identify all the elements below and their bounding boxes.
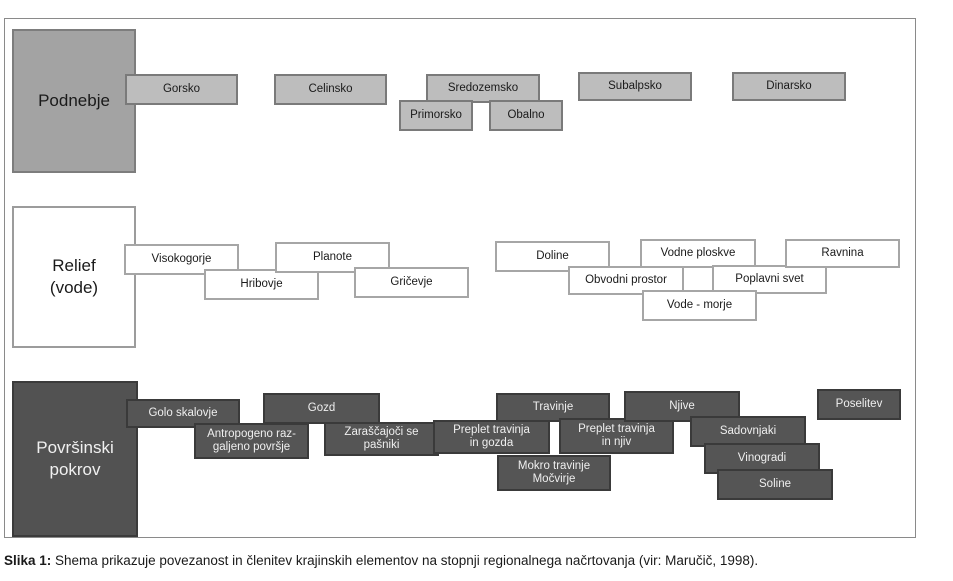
item-mokro-travinje-mocvirje: Mokro travinje Močvirje (497, 455, 611, 491)
item-obalno: Obalno (489, 100, 563, 131)
item-antropogeno-povrsje: Antropogeno raz- galjeno površje (194, 423, 309, 459)
item-njive: Njive (624, 391, 740, 422)
category-povrsinski-pokrov: Površinski pokrov (12, 381, 138, 537)
item-vodne-ploskve: Vodne ploskve (640, 239, 756, 268)
category-relief: Relief (vode) (12, 206, 136, 348)
item-preplet-travinja-gozda: Preplet travinja in gozda (433, 420, 550, 454)
item-preplet-travinja-njiv: Preplet travinja in njiv (559, 418, 674, 454)
item-vinogradi: Vinogradi (704, 443, 820, 474)
item-primorsko: Primorsko (399, 100, 473, 131)
item-poplavni-svet: Poplavni svet (712, 265, 827, 294)
item-travinje: Travinje (496, 393, 610, 422)
item-celinsko: Celinsko (274, 74, 387, 105)
item-soline: Soline (717, 469, 833, 500)
item-zarascajoci-pasniki: Zaraščajoči se pašniki (324, 422, 439, 456)
item-gozd: Gozd (263, 393, 380, 424)
item-gorsko: Gorsko (125, 74, 238, 105)
category-podnebje: Podnebje (12, 29, 136, 173)
item-hribovje: Hribovje (204, 269, 319, 300)
item-subalpsko: Subalpsko (578, 72, 692, 101)
item-gricevje: Gričevje (354, 267, 469, 298)
caption-text: Shema prikazuje povezanost in členitev k… (51, 553, 759, 568)
figure-caption: Slika 1: Shema prikazuje povezanost in č… (4, 553, 758, 568)
item-ravnina: Ravnina (785, 239, 900, 268)
caption-label: Slika 1: (4, 553, 52, 568)
item-dinarsko: Dinarsko (732, 72, 846, 101)
item-sredozemsko: Sredozemsko (426, 74, 540, 103)
item-vode-morje: Vode - morje (642, 290, 757, 321)
diagram-frame: Podnebje Gorsko Celinsko Sredozemsko Pri… (4, 18, 916, 538)
item-poselitev: Poselitev (817, 389, 901, 420)
item-visokogorje: Visokogorje (124, 244, 239, 275)
item-obvodni-prostor: Obvodni prostor (568, 266, 684, 295)
item-golo-skalovje: Golo skalovje (126, 399, 240, 428)
